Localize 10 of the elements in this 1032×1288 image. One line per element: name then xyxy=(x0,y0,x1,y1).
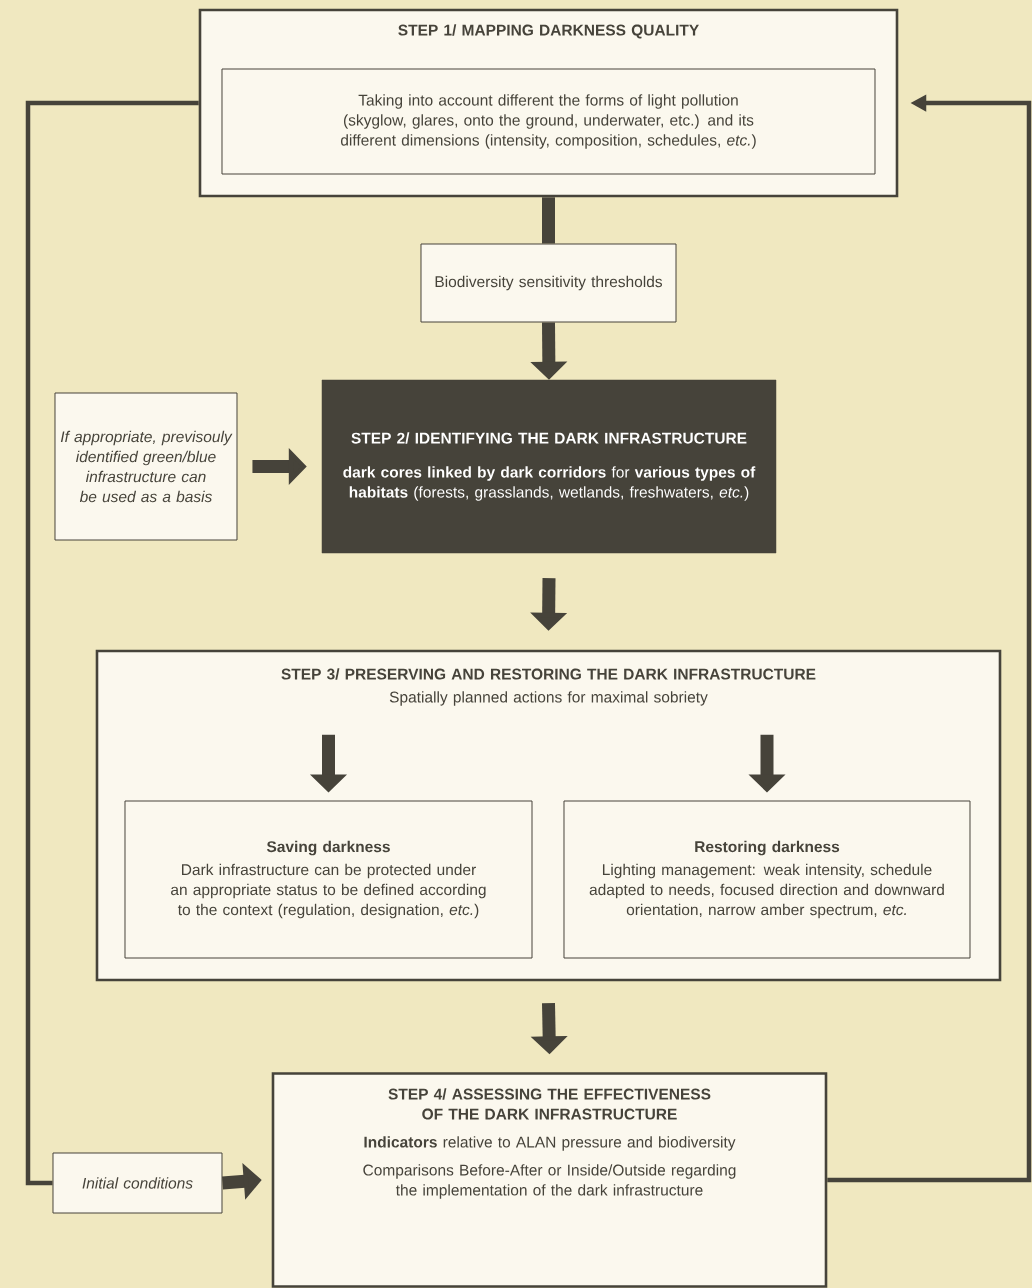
connector-bar xyxy=(542,197,555,244)
text-box: Biodiversity sensitivity thresholds xyxy=(420,243,677,323)
step-box: STEP 4/ ASSESSING THE EFFECTIVENESS OF THE DARK INFRASTRUCTURE Indicators relative to ALAN pressure and biodiversity Comparisons Before-After or Inside/Outside regarding the implementation of the dark infrastructure xyxy=(271,1072,828,1288)
feedback-line xyxy=(25,100,199,1186)
input-box: Initial conditions xyxy=(52,1152,223,1214)
input-box: If appropriate, previsouly identified green/blue infrastructure can be used as a basis xyxy=(54,392,238,541)
step-box: STEP 2/ IDENTIFYING THE DARK INFRASTRUCTURE dark cores linked by dark corridors for various types of habitats (forests, grasslands, wetlands, freshwaters, etc.) xyxy=(321,379,777,554)
action-box: Restoring darkness Lighting management: weak intensity, schedule adapted to needs, focused direction and downward orientation, narrow amber spectrum, etc. xyxy=(563,800,971,959)
action-box: Saving darkness Dark infrastructure can be protected under an appropriate status to be defined according to the context (regulation, designation, etc.) xyxy=(124,800,533,959)
text-box: Taking into account different the forms of light pollution (skyglow, glares, onto the ground, underwater, etc.) and its different dimensions (intensity, composition, schedules, etc.) xyxy=(221,68,876,175)
